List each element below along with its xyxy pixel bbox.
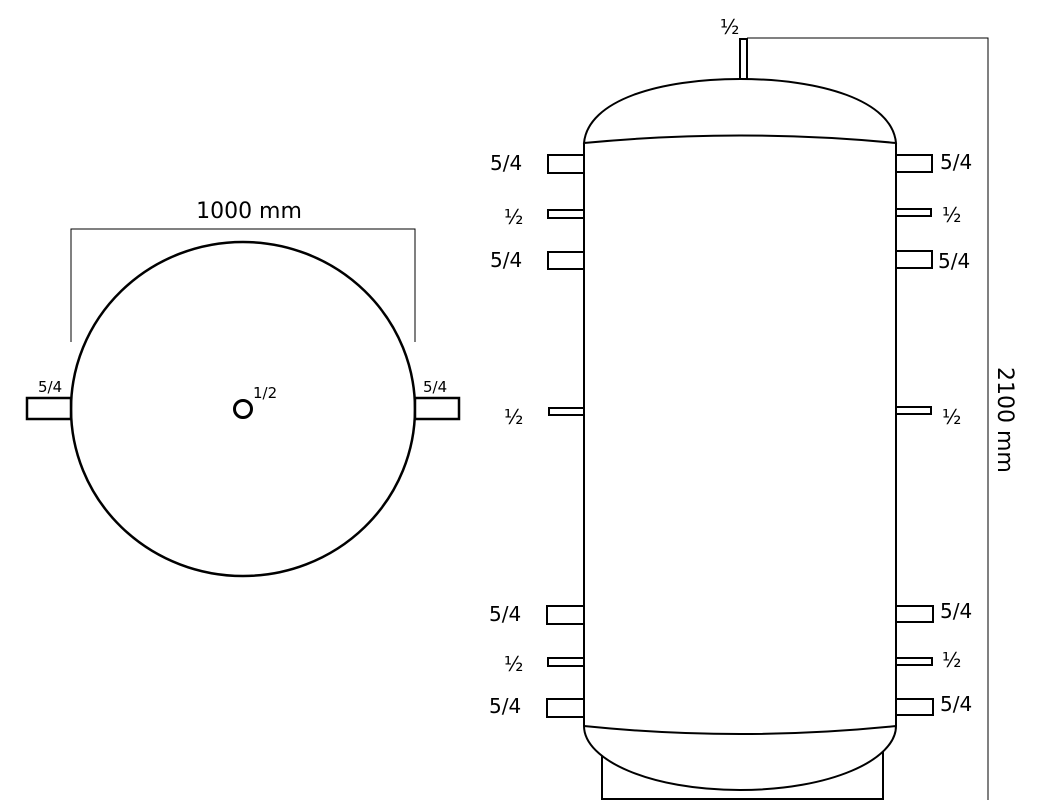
left-port-label-7: 5/4 xyxy=(489,694,521,718)
left-port-label-4: ½ xyxy=(504,405,523,429)
right-port-4 xyxy=(895,406,932,415)
center-port xyxy=(233,399,253,419)
left-port-label-6: ½ xyxy=(504,652,523,676)
right-port-label-3: 5/4 xyxy=(938,249,970,273)
left-port-1 xyxy=(547,154,585,174)
right-port-label-7: 5/4 xyxy=(940,692,972,716)
left-port-6 xyxy=(547,657,585,667)
right-port-7 xyxy=(895,698,934,716)
diameter-label: 1000 mm xyxy=(196,199,302,224)
left-port-label: 5/4 xyxy=(38,378,62,396)
left-port-7 xyxy=(546,698,585,718)
top-dome xyxy=(582,77,898,145)
left-port-label-3: 5/4 xyxy=(490,248,522,272)
right-port xyxy=(413,396,461,421)
right-port-label-2: ½ xyxy=(942,203,961,227)
right-port-2 xyxy=(895,208,932,217)
center-port-label: 1/2 xyxy=(253,384,277,402)
top-view: 1000 mm 5/4 5/4 1/2 xyxy=(25,199,461,578)
left-port-label-1: 5/4 xyxy=(490,151,522,175)
side-view: 2100 mm ½ 5/4 ½ 5/4 ½ 5/4 ½ 5/4 xyxy=(489,15,1017,800)
left-port-label-5: 5/4 xyxy=(489,602,521,626)
right-port-3 xyxy=(895,250,933,269)
diameter-dimension-line xyxy=(70,228,416,342)
right-port-1 xyxy=(895,154,933,173)
left-port-label-2: ½ xyxy=(504,205,523,229)
top-port-label: ½ xyxy=(720,15,739,39)
right-port-label-4: ½ xyxy=(942,405,961,429)
left-port xyxy=(25,396,73,421)
left-port-4 xyxy=(548,407,585,416)
bottom-dome xyxy=(582,724,898,792)
top-port xyxy=(739,38,748,80)
left-port-3 xyxy=(547,251,585,270)
right-port-label: 5/4 xyxy=(423,378,447,396)
right-port-5 xyxy=(895,605,934,623)
right-port-6 xyxy=(895,657,933,666)
right-port-label-5: 5/4 xyxy=(940,599,972,623)
right-port-label-1: 5/4 xyxy=(940,150,972,174)
stand xyxy=(601,752,884,800)
height-label: 2100 mm xyxy=(992,367,1017,473)
left-port-5 xyxy=(546,605,585,625)
height-dimension-line xyxy=(747,37,989,800)
right-port-label-6: ½ xyxy=(942,648,961,672)
left-port-2 xyxy=(547,209,585,219)
